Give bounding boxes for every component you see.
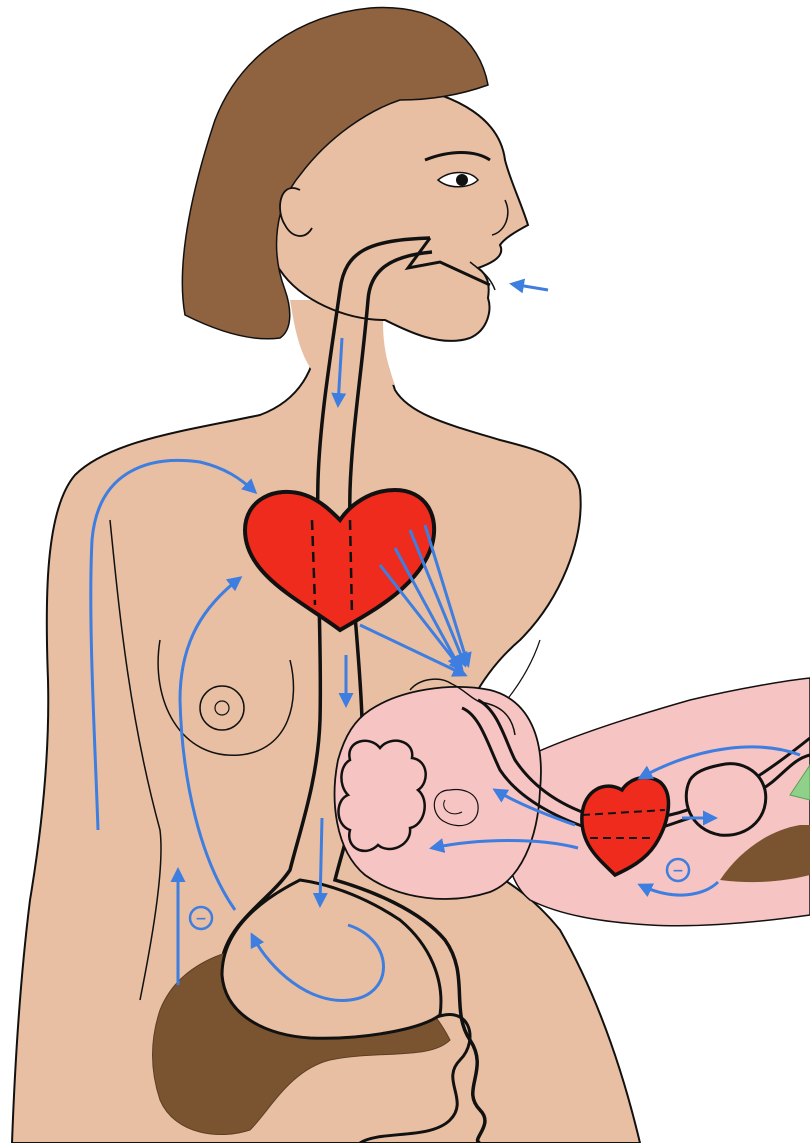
mother-figure	[12, 8, 640, 1143]
infant-stomach	[686, 764, 766, 836]
infant-inhibition-sign: −	[672, 863, 684, 879]
infant-figure	[335, 678, 810, 926]
mother-inhibition-sign: −	[195, 911, 207, 927]
stomach-down-arrow	[320, 818, 322, 905]
mother-pupil	[456, 174, 468, 186]
mouth-intake-arrow	[512, 284, 548, 290]
